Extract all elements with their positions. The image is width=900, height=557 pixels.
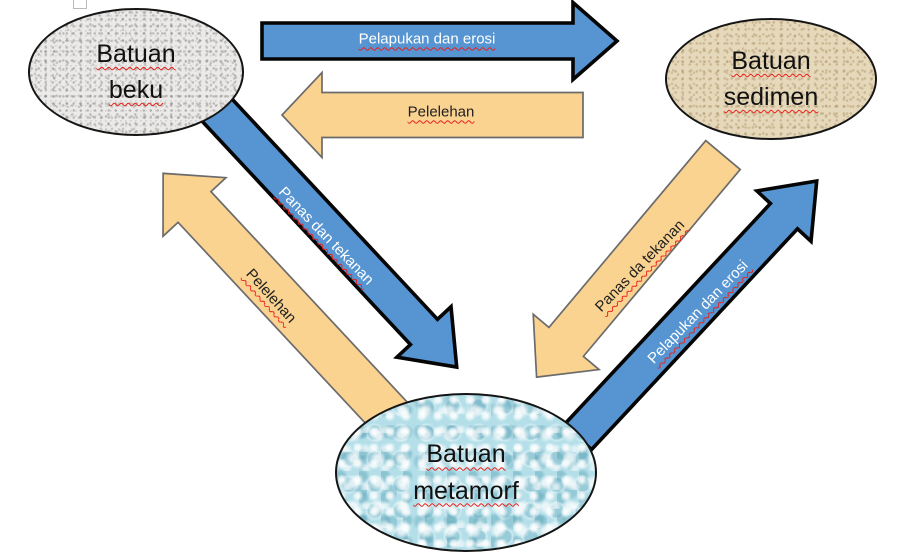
arrow-pelelehan-top[interactable]	[280, 70, 584, 160]
stray-anchor-square	[73, 0, 87, 9]
node-label-line: Batuan	[731, 46, 811, 75]
arrow-panas-da-tekanan[interactable]	[504, 127, 756, 404]
arrow-pelapukan-erosi-diagonal[interactable]	[551, 156, 844, 462]
node-label-line: sedimen	[723, 83, 819, 111]
arrow-panas-dan-tekanan[interactable]	[176, 70, 484, 393]
node-batuan-sedimen[interactable]: Batuan sedimen	[665, 18, 877, 140]
node-label-line: metamorf	[413, 476, 519, 505]
arrow-pelapukan-erosi-top[interactable]	[260, 0, 620, 84]
arrow-pelelehan-diagonal[interactable]	[132, 144, 427, 451]
node-label-line: beku	[108, 76, 164, 104]
node-label-line: Batuan	[96, 39, 176, 68]
node-batuan-metamorf[interactable]: Batuan metamorf	[335, 393, 597, 552]
node-batuan-beku[interactable]: Batuan beku	[28, 8, 244, 136]
node-label-line: Batuan	[426, 440, 506, 469]
